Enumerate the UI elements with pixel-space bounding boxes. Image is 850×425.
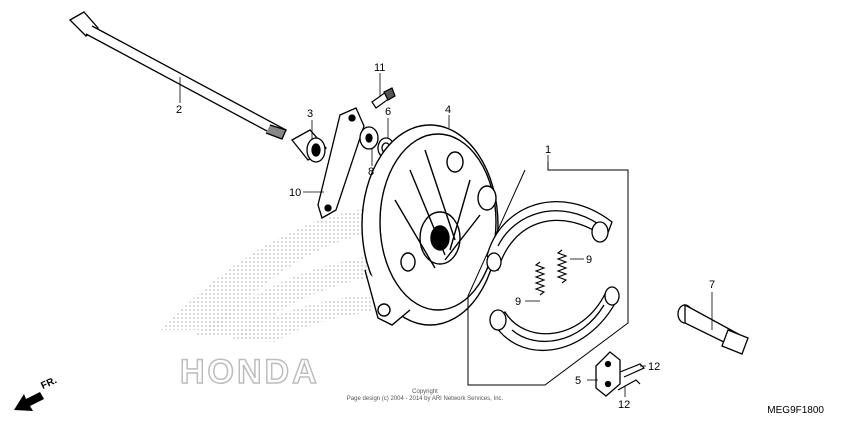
washer-part[interactable] (359, 126, 379, 150)
leader-lines (179, 73, 713, 397)
callout-4: 4 (445, 104, 451, 116)
callout-labels: 1 2 3 4 5 6 7 8 9 9 10 11 12 12 (176, 62, 715, 411)
shoe-group-bracket (467, 162, 629, 386)
callout-12-lower: 12 (618, 399, 630, 411)
plate-part[interactable] (595, 351, 621, 397)
copyright-text: Page design (c) 2004 - 2014 by ARI Netwo… (346, 396, 504, 402)
honda-watermark-text: HONDA (180, 353, 320, 391)
callout-6: 6 (385, 106, 391, 118)
pin-part[interactable] (617, 363, 646, 391)
callout-7: 7 (709, 279, 715, 291)
brake-shoe-lower-part[interactable] (489, 286, 620, 352)
callout-8: 8 (368, 166, 374, 178)
honda-wing-watermark (160, 205, 395, 342)
brake-arm-part[interactable] (317, 107, 365, 219)
callout-11: 11 (374, 62, 385, 74)
callout-3: 3 (307, 108, 313, 120)
arrow-down-left-icon (14, 392, 44, 411)
brake-shoe-upper-part[interactable] (486, 201, 613, 272)
callout-9-right: 9 (586, 254, 592, 266)
callout-5: 5 (575, 375, 581, 387)
callout-1: 1 (545, 144, 551, 156)
brake-panel-part[interactable] (361, 124, 499, 326)
brake-cam-part[interactable] (677, 303, 749, 355)
bolt-part[interactable] (371, 87, 396, 109)
axle-part[interactable] (68, 11, 287, 140)
callout-10: 10 (289, 187, 301, 199)
spring-part[interactable] (534, 249, 568, 296)
callout-12-upper: 12 (648, 361, 660, 373)
callout-9-left: 9 (515, 296, 521, 308)
callout-2: 2 (176, 104, 182, 116)
diagram-code: MEG9F1800 (767, 405, 824, 416)
collar-part[interactable] (291, 129, 327, 163)
copyright-title: Copyright (412, 389, 438, 395)
